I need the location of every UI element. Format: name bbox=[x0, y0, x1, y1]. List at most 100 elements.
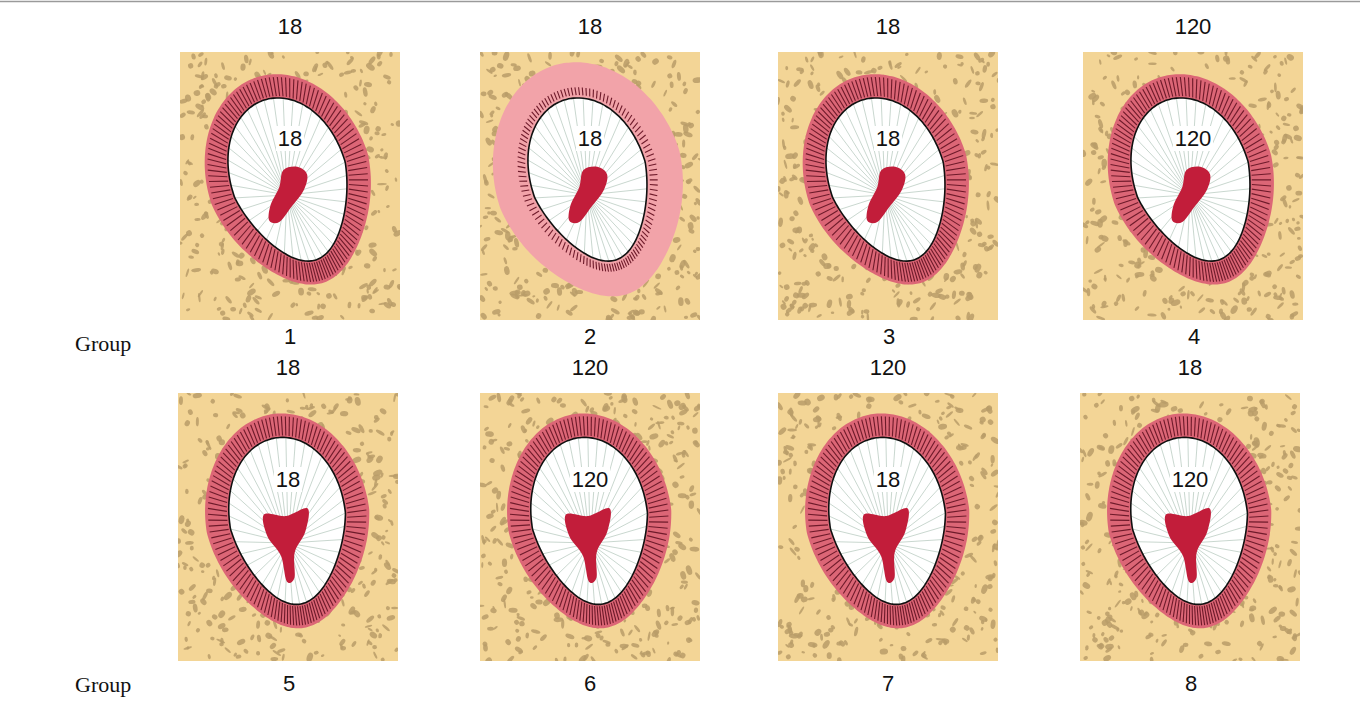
speckle bbox=[1261, 253, 1268, 258]
speckle bbox=[860, 314, 865, 319]
speckle bbox=[797, 306, 803, 314]
speckle bbox=[685, 178, 693, 185]
fiber bbox=[811, 129, 827, 140]
bone-speckles bbox=[778, 52, 998, 320]
speckle bbox=[841, 276, 844, 282]
speckle bbox=[942, 64, 947, 69]
speckle bbox=[992, 195, 998, 204]
speckle bbox=[324, 60, 329, 65]
fiber bbox=[555, 236, 559, 243]
heading-wrap: 18 bbox=[180, 16, 400, 38]
fiber bbox=[273, 77, 276, 96]
fiber bbox=[349, 194, 368, 198]
speckle bbox=[692, 273, 698, 278]
speckle bbox=[1089, 142, 1099, 151]
speckle bbox=[801, 291, 810, 300]
speckle bbox=[785, 307, 793, 314]
fiber bbox=[324, 103, 333, 120]
inner-wrap: 18 bbox=[818, 128, 958, 150]
fiber bbox=[593, 90, 594, 98]
speckle bbox=[845, 293, 853, 300]
fiber bbox=[269, 77, 273, 96]
speckle bbox=[208, 87, 218, 97]
speckle bbox=[627, 64, 634, 70]
fiber bbox=[937, 129, 952, 141]
speckle bbox=[790, 125, 799, 130]
speckle bbox=[480, 294, 486, 303]
speckle bbox=[679, 274, 685, 279]
speckle bbox=[1093, 268, 1103, 275]
speckle bbox=[633, 70, 637, 76]
fiber bbox=[928, 110, 939, 125]
speckle bbox=[1274, 83, 1277, 93]
speckle bbox=[197, 61, 203, 68]
speckle bbox=[682, 140, 685, 148]
fiber bbox=[537, 106, 542, 112]
speckle bbox=[381, 133, 387, 137]
speckle bbox=[254, 307, 263, 314]
fiber bbox=[650, 189, 658, 190]
speckle bbox=[378, 302, 386, 306]
fiber bbox=[944, 150, 962, 157]
speckle bbox=[180, 134, 186, 141]
fiber bbox=[635, 126, 640, 132]
fiber bbox=[648, 159, 656, 161]
fiber bbox=[523, 130, 529, 135]
speckle bbox=[518, 79, 522, 87]
speckle bbox=[319, 303, 326, 310]
speckle bbox=[991, 71, 998, 78]
speckle bbox=[634, 55, 642, 63]
speckle bbox=[663, 305, 667, 312]
speckle bbox=[262, 69, 266, 75]
speckle bbox=[807, 79, 815, 89]
speckle bbox=[686, 270, 691, 274]
speckle bbox=[789, 95, 797, 103]
speckle bbox=[980, 149, 987, 156]
fiber bbox=[524, 126, 530, 131]
speckle bbox=[970, 66, 975, 75]
count-inner: 18 bbox=[874, 126, 902, 151]
speckle bbox=[246, 311, 254, 318]
speckle bbox=[975, 71, 981, 76]
speckle bbox=[792, 163, 800, 170]
speckle bbox=[502, 52, 511, 62]
speckle bbox=[970, 129, 979, 135]
speckle bbox=[826, 299, 833, 309]
speckle bbox=[316, 291, 321, 295]
speckle bbox=[197, 290, 204, 298]
fiber bbox=[946, 168, 965, 171]
speckle bbox=[213, 296, 217, 301]
speckle bbox=[891, 289, 895, 294]
speckle bbox=[346, 52, 350, 55]
top-rule bbox=[0, 0, 1360, 6]
speckle bbox=[638, 309, 644, 314]
fiber bbox=[807, 181, 826, 182]
speckle bbox=[184, 94, 192, 103]
speckle bbox=[188, 255, 194, 259]
speckle bbox=[180, 112, 187, 119]
fiber bbox=[585, 88, 586, 96]
speckle bbox=[483, 215, 489, 219]
fiber bbox=[518, 162, 526, 164]
fiber bbox=[347, 211, 364, 220]
fiber bbox=[642, 231, 648, 237]
speckle bbox=[238, 308, 243, 315]
speckle bbox=[1276, 263, 1284, 272]
speckle bbox=[325, 292, 333, 300]
speckle bbox=[975, 271, 983, 280]
speckle bbox=[1291, 217, 1295, 222]
fiber bbox=[523, 194, 531, 196]
speckle bbox=[1296, 156, 1303, 160]
speckle bbox=[1116, 75, 1120, 82]
speckle bbox=[501, 91, 510, 99]
fiber bbox=[561, 90, 563, 98]
fiber bbox=[525, 199, 533, 201]
fiber bbox=[527, 203, 534, 206]
speckle bbox=[338, 72, 344, 78]
speckle bbox=[978, 82, 985, 92]
speckle bbox=[491, 52, 497, 56]
fiber bbox=[535, 215, 541, 220]
speckle bbox=[962, 251, 967, 257]
speckle bbox=[817, 52, 824, 59]
speckle bbox=[684, 297, 692, 306]
